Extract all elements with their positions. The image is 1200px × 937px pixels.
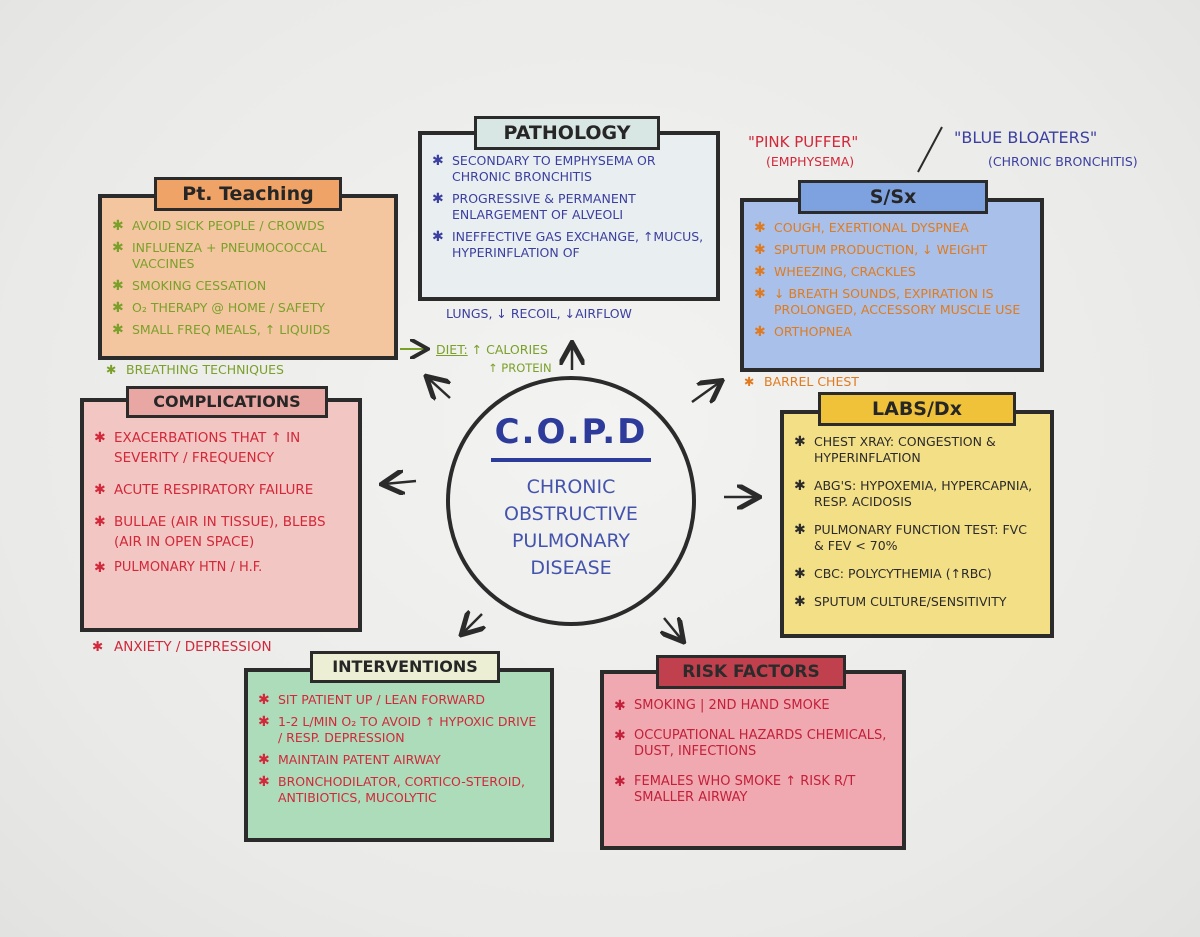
arrow-to-complications: [384, 481, 417, 484]
labs-label: LABS/Dx: [818, 392, 1016, 426]
risk-label: RISK FACTORS: [656, 655, 846, 689]
complications-label: COMPLICATIONS: [126, 386, 328, 418]
complications-item: BULLAE (AIR IN TISSUE), BLEBS (AIR IN OP…: [94, 512, 348, 552]
labs-item: SPUTUM CULTURE/SENSITIVITY: [794, 594, 1040, 610]
diet-note: DIET: ↑ CALORIES: [436, 342, 548, 358]
teaching-item: O₂ THERAPY @ HOME / SAFETY: [112, 300, 384, 316]
teaching-overflow-text: BREATHING TECHNIQUES: [126, 362, 284, 377]
ssx-item: WHEEZING, CRACKLES: [754, 264, 1030, 280]
ssx-box: COUGH, EXERTIONAL DYSPNEA SPUTUM PRODUCT…: [740, 198, 1044, 372]
arrow-to-teaching: [428, 378, 450, 398]
complications-box: EXACERBATIONS THAT ↑ IN SEVERITY / FREQU…: [80, 398, 362, 632]
ssx-item: ORTHOPNEA: [754, 324, 1030, 340]
pathology-label: PATHOLOGY: [474, 116, 660, 150]
ssx-item: COUGH, EXERTIONAL DYSPNEA: [754, 220, 1030, 236]
copd-line-4: DISEASE: [530, 557, 612, 579]
arrow-to-risk: [664, 618, 682, 640]
teaching-item: INFLUENZA + PNEUMOCOCCAL VACCINES: [112, 240, 384, 272]
labs-item: CBC: POLYCYTHEMIA (↑RBC): [794, 566, 1040, 582]
interventions-item: SIT PATIENT UP / LEAN FORWARD: [258, 692, 540, 708]
copd-center-circle: C.O.P.D CHRONIC OBSTRUCTIVE PULMONARY DI…: [446, 376, 696, 626]
blue-bloaters-sub: (CHRONIC BRONCHITIS): [988, 154, 1138, 169]
risk-item: SMOKING | 2nd HAND SMOKE: [614, 698, 892, 714]
teaching-item: SMOKING CESSATION: [112, 278, 384, 294]
arrow-to-interventions: [463, 614, 482, 633]
copd-title: C.O.P.D: [494, 412, 648, 452]
teaching-box: AVOID SICK PEOPLE / CROWDS INFLUENZA + P…: [98, 194, 398, 360]
pink-puffer-sub: (EMPHYSEMA): [766, 154, 855, 169]
interventions-item: BRONCHODILATOR, CORTICO-STEROID, ANTIBIO…: [258, 774, 540, 806]
pathology-item: INEFFECTIVE GAS EXCHANGE, ↑MUCUS, HYPERI…: [432, 229, 706, 261]
interventions-item: 1-2 L/MIN O₂ TO AVOID ↑ HYPOXIC DRIVE / …: [258, 714, 540, 746]
arrow-to-ssx: [691, 382, 720, 402]
risk-item: OCCUPATIONAL HAZARDS CHEMICALS, DUST, IN…: [614, 728, 892, 760]
teaching-item: SMALL FREQ MEALS, ↑ LIQUIDS: [112, 322, 384, 338]
complications-overflow-text: ANXIETY / DEPRESSION: [114, 639, 272, 655]
diet-protein: ↑ PROTEIN: [488, 361, 552, 375]
pathology-item: PROGRESSIVE & PERMANENT ENLARGEMENT OF A…: [432, 191, 706, 223]
puffer-bloater-divider: [917, 126, 943, 173]
teaching-overflow: ✱ BREATHING TECHNIQUES: [106, 362, 284, 377]
complications-item: EXACERBATIONS THAT ↑ IN SEVERITY / FREQU…: [94, 428, 348, 468]
interventions-box: SIT PATIENT UP / LEAN FORWARD 1-2 L/MIN …: [244, 668, 554, 842]
teaching-item: AVOID SICK PEOPLE / CROWDS: [112, 218, 384, 234]
ssx-item: SPUTUM PRODUCTION, ↓ WEIGHT: [754, 242, 1030, 258]
pathology-item: SECONDARY TO EMPHYSEMA OR CHRONIC BRONCH…: [432, 153, 706, 185]
ssx-overflow-text: BARREL CHEST: [764, 374, 859, 389]
ssx-label: S/Sx: [798, 180, 988, 214]
copd-line-2: OBSTRUCTIVE: [504, 503, 638, 525]
blue-bloaters-label: "BLUE BLOATERS": [954, 128, 1098, 147]
copd-title-underline: [491, 458, 651, 462]
ssx-item: ↓ BREATH SOUNDS, EXPIRATION IS PROLONGED…: [754, 286, 1030, 318]
risk-item: FEMALES WHO SMOKE ↑ RISK R/T SMALLER AIR…: [614, 774, 892, 806]
diet-label: DIET:: [436, 342, 468, 357]
copd-line-1: CHRONIC: [526, 476, 616, 498]
diet-calories: ↑ CALORIES: [471, 342, 548, 357]
pathology-box: SECONDARY TO EMPHYSEMA OR CHRONIC BRONCH…: [418, 131, 720, 301]
labs-item: PULMONARY FUNCTION TEST: FVC & FEV < 70%: [794, 522, 1040, 554]
interventions-label: INTERVENTIONS: [310, 651, 500, 683]
labs-item: CHEST XRAY: CONGESTION & HYPERINFLATION: [794, 434, 1040, 466]
complications-overflow: ✱ ANXIETY / DEPRESSION: [92, 639, 272, 655]
risk-box: SMOKING | 2nd HAND SMOKE OCCUPATIONAL HA…: [600, 670, 906, 850]
complications-item: PULMONARY HTN / H.F.: [94, 560, 348, 576]
interventions-item: MAINTAIN PATENT AIRWAY: [258, 752, 540, 768]
pink-puffer-label: "PINK PUFFER": [748, 133, 859, 151]
complications-item: ACUTE RESPIRATORY FAILURE: [94, 480, 348, 500]
pathology-overflow: LUNGS, ↓ RECOIL, ↓AIRFLOW: [446, 306, 632, 321]
labs-box: CHEST XRAY: CONGESTION & HYPERINFLATION …: [780, 410, 1054, 638]
ssx-overflow: ✱ BARREL CHEST: [744, 374, 859, 389]
labs-item: ABG's: HYPOXEMIA, HYPERCAPNIA, RESP. ACI…: [794, 478, 1040, 510]
teaching-label: Pt. Teaching: [154, 177, 342, 211]
copd-line-3: PULMONARY: [511, 530, 631, 552]
